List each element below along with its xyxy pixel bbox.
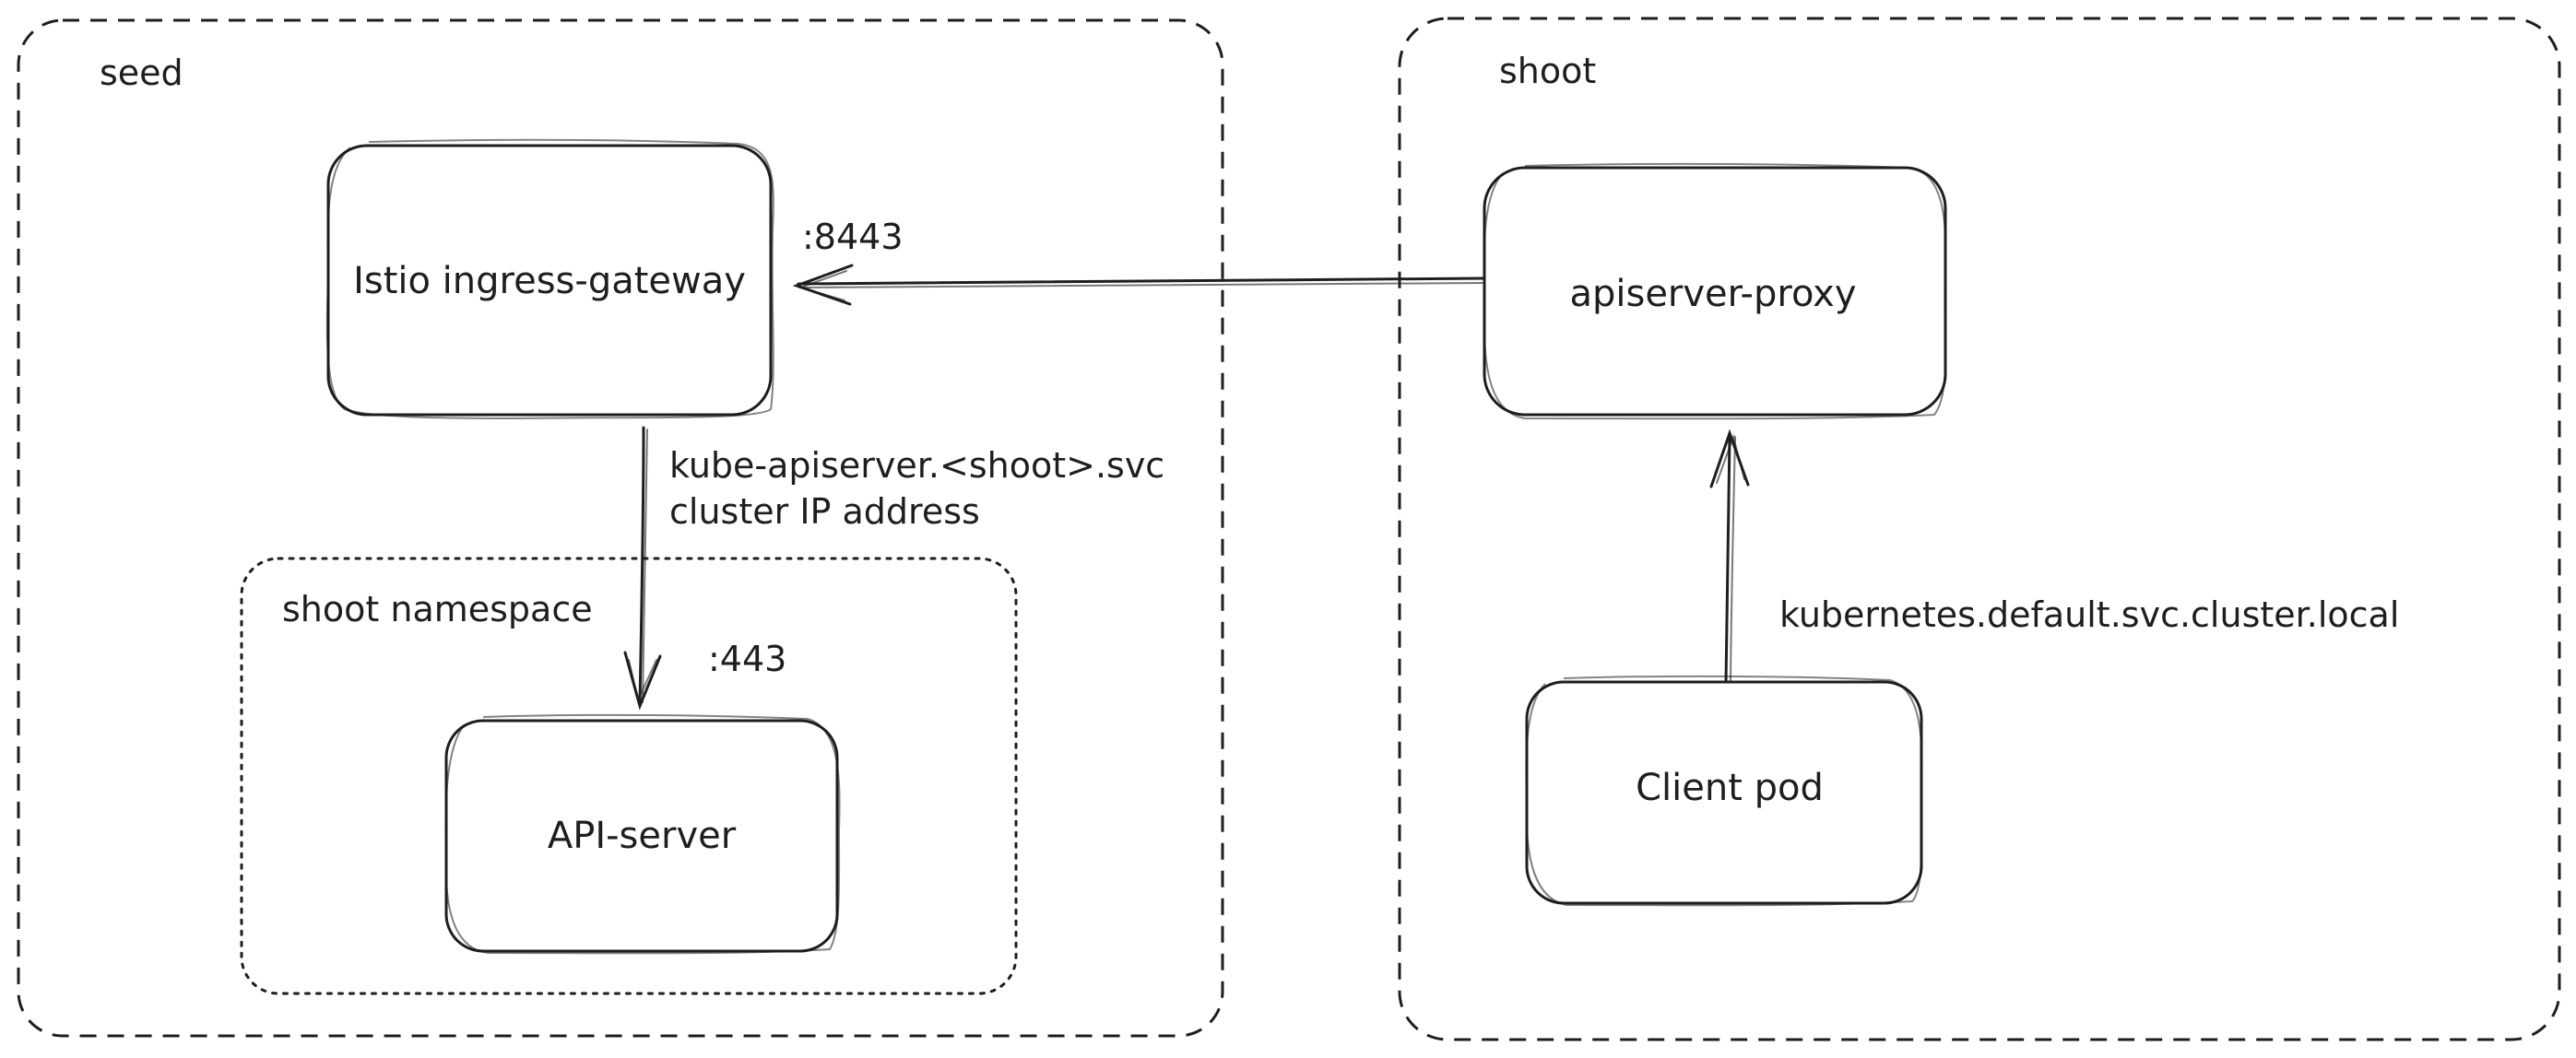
client-to-proxy-edge: kubernetes.default.svc.cluster.local: [1709, 429, 2399, 684]
proxy-to-istio-edge: :8443: [792, 217, 1486, 306]
apiserver-proxy-box-sketch: [1483, 162, 1947, 420]
apiserver-port-label: :443: [708, 639, 786, 679]
api-server-box-sketch: [444, 713, 841, 955]
api-server-node[interactable]: API-server: [444, 713, 841, 955]
istio-to-apiserver-line: [638, 426, 645, 706]
api-server-label: API-server: [548, 815, 737, 857]
istio-ingress-gateway-label: Istio ingress-gateway: [353, 260, 746, 302]
istio-to-apiserver-arrowhead-sketch: [628, 659, 657, 704]
proxy-to-istio-line: [797, 276, 1486, 286]
proxy-to-istio-arrowhead: [792, 264, 854, 306]
client-pod-node[interactable]: Client pod: [1525, 675, 1923, 907]
istio-to-apiserver-arrowhead: [623, 651, 662, 711]
istio-ingress-gateway-box-sketch: [325, 138, 774, 420]
shoot-namespace-label: shoot namespace: [282, 589, 593, 629]
proxy-to-istio-arrowhead-sketch: [797, 270, 847, 301]
shoot-cluster-frame: [1398, 17, 2561, 1041]
client-to-proxy-label: kubernetes.default.svc.cluster.local: [1779, 594, 2399, 635]
shoot-namespace-frame: [240, 557, 1018, 995]
apiserver-proxy-label: apiserver-proxy: [1569, 273, 1856, 315]
shoot-namespace-group: shoot namespace: [240, 557, 1018, 995]
istio-to-apiserver-label-line2: cluster IP address: [669, 491, 980, 532]
istio-ingress-gateway-node[interactable]: Istio ingress-gateway: [325, 138, 774, 420]
istio-port-label: :8443: [802, 217, 904, 257]
seed-cluster-label: seed: [100, 53, 183, 93]
shoot-cluster-label: shoot: [1499, 51, 1596, 91]
istio-to-apiserver-line-sketch: [642, 429, 648, 703]
client-pod-label: Client pod: [1636, 767, 1824, 809]
istio-to-apiserver-label-line1: kube-apiserver.<shoot>.svc: [669, 445, 1164, 486]
client-to-proxy-line-sketch: [1730, 436, 1736, 683]
istio-to-apiserver-edge: kube-apiserver.<shoot>.svc cluster IP ad…: [623, 426, 1164, 711]
shoot-cluster-group: shoot apiserver-proxy Client pod kuberne…: [1398, 17, 2561, 1041]
apiserver-proxy-node[interactable]: apiserver-proxy: [1483, 162, 1947, 420]
proxy-to-istio-line-sketch: [799, 282, 1483, 288]
client-pod-box-sketch: [1525, 675, 1923, 907]
seed-cluster-frame: [17, 18, 1224, 1038]
seed-cluster-group: seed shoot namespace Istio ingress-gatew…: [17, 18, 1224, 1038]
client-to-proxy-arrowhead-sketch: [1716, 433, 1745, 484]
client-to-proxy-line: [1724, 433, 1731, 684]
